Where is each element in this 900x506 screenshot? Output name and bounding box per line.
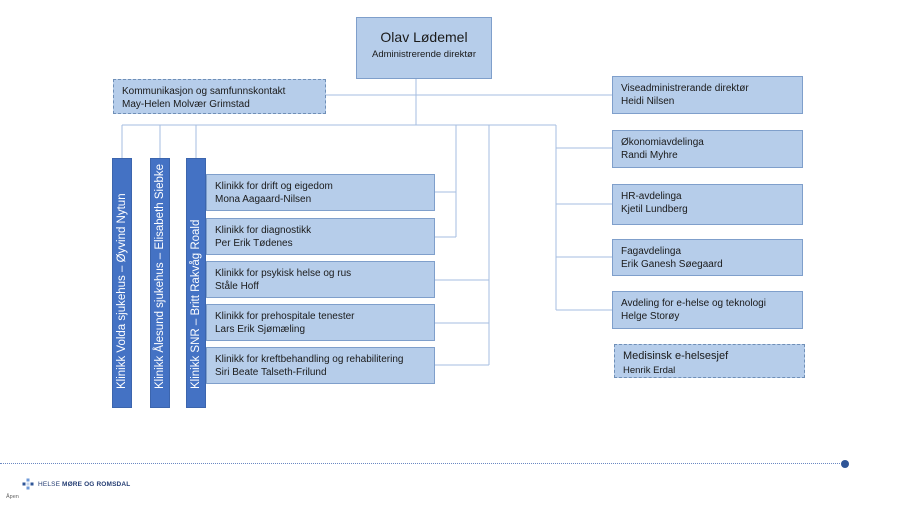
ehealth-dept-box: Avdeling for e-helse og teknologi Helge … <box>612 291 803 329</box>
medical-ehealth-box: Medisinsk e-helsesjef Henrik Erdal <box>614 344 805 378</box>
professional-dept-box: Fagavdelinga Erik Ganesh Søegaard <box>612 239 803 276</box>
alesund-clinic-label: Klinikk Ålesund sjukehus – Elisabeth Sie… <box>154 163 166 389</box>
medical-ehealth-name: Henrik Erdal <box>623 364 676 376</box>
clinic-operations-box: Klinikk for drift og eigedom Mona Aagaar… <box>206 174 435 211</box>
clinic-operations-name: Mona Aagaard-Nilsen <box>215 193 312 205</box>
snr-clinic-bar: Klinikk SNR – Britt Rakvåg Roald <box>186 158 206 408</box>
ehealth-dept-title: Avdeling for e-helse og teknologi <box>621 298 766 309</box>
ceo-box: Olav Lødemel Administrerende direktør <box>356 17 492 79</box>
deputy-director-name: Heidi Nilsen <box>621 95 675 107</box>
clinic-prehospital-title: Klinikk for prehospitale tenester <box>215 311 355 322</box>
ceo-title: Administrerende direktør <box>371 48 476 60</box>
finance-dept-box: Økonomiavdelinga Randi Myhre <box>612 130 803 168</box>
ehealth-dept-name: Helge Storøy <box>621 310 680 322</box>
cross-logo-icon <box>22 478 34 490</box>
deputy-director-box: Viseadministrerande direktør Heidi Nilse… <box>612 76 803 114</box>
hr-dept-box: HR-avdelinga Kjetil Lundberg <box>612 184 803 225</box>
professional-dept-name: Erik Ganesh Søegaard <box>621 258 723 270</box>
clinic-mental-health-box: Klinikk for psykisk helse og rus Ståle H… <box>206 261 435 298</box>
clinic-cancer-box: Klinikk for kreftbehandling og rehabilit… <box>206 347 435 384</box>
footer-dotted-line <box>0 463 840 464</box>
communications-title: Kommunikasjon og samfunnskontakt <box>122 86 286 97</box>
hr-dept-title: HR-avdelinga <box>621 191 682 202</box>
clinic-mental-health-name: Ståle Hoff <box>215 280 259 292</box>
deputy-director-title: Viseadministrerande direktør <box>621 83 749 94</box>
logo-text-part1: HELSE <box>38 480 63 488</box>
hr-dept-name: Kjetil Lundberg <box>621 203 688 215</box>
logo-text-part2: MØRE OG ROMSDAL <box>62 480 131 488</box>
clinic-diagnostics-box: Klinikk for diagnostikk Per Erik Tødenes <box>206 218 435 255</box>
finance-dept-title: Økonomiavdelinga <box>621 137 704 148</box>
professional-dept-title: Fagavdelinga <box>621 246 682 257</box>
clinic-cancer-name: Siri Beate Talseth-Frilund <box>215 366 327 378</box>
alesund-clinic-bar: Klinikk Ålesund sjukehus – Elisabeth Sie… <box>150 158 170 408</box>
communications-box: Kommunikasjon og samfunnskontakt May-Hel… <box>113 79 326 114</box>
clinic-cancer-title: Klinikk for kreftbehandling og rehabilit… <box>215 354 404 365</box>
clinic-prehospital-box: Klinikk for prehospitale tenester Lars E… <box>206 304 435 341</box>
communications-name: May-Helen Molvær Grimstad <box>122 98 250 110</box>
clinic-prehospital-name: Lars Erik Sjømæling <box>215 323 306 335</box>
clinic-operations-title: Klinikk for drift og eigedom <box>215 181 333 192</box>
volda-clinic-bar: Klinikk Volda sjukehus – Øyvind Nytun <box>112 158 132 408</box>
footer-dot <box>841 460 849 468</box>
clinic-diagnostics-title: Klinikk for diagnostikk <box>215 225 312 236</box>
snr-clinic-label: Klinikk SNR – Britt Rakvåg Roald <box>190 219 202 389</box>
volda-clinic-label: Klinikk Volda sjukehus – Øyvind Nytun <box>116 193 128 389</box>
classification-label: Åpen <box>6 494 19 500</box>
clinic-mental-health-title: Klinikk for psykisk helse og rus <box>215 268 352 279</box>
ceo-name: Olav Lødemel <box>380 29 468 45</box>
logo-text: HELSE MØRE OG ROMSDAL <box>38 481 130 488</box>
finance-dept-name: Randi Myhre <box>621 149 678 161</box>
helse-more-og-romsdal-logo: HELSE MØRE OG ROMSDAL <box>22 478 130 490</box>
medical-ehealth-title: Medisinsk e-helsesjef <box>623 350 729 362</box>
clinic-diagnostics-name: Per Erik Tødenes <box>215 237 293 249</box>
